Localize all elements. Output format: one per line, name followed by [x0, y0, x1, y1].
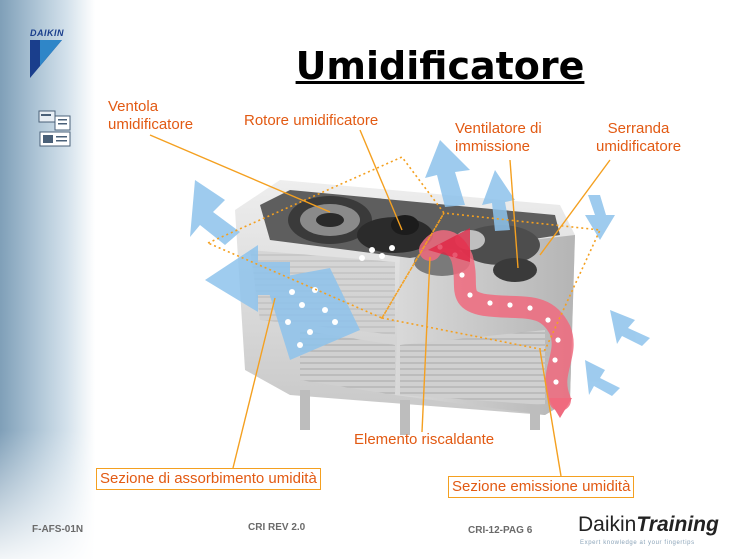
- sidebar-fade: [0, 430, 95, 559]
- brand-suffix: Training: [636, 513, 719, 536]
- logo-text: DAIKIN: [30, 28, 64, 38]
- daikin-logo-icon: [30, 40, 62, 78]
- label-ventola-umidificatore: Ventola umidificatore: [108, 98, 193, 134]
- brand-prefix: Daikin: [578, 513, 637, 536]
- label-line: umidificatore: [596, 138, 682, 155]
- label-ventilatore-immissione: Ventilatore di immissione: [455, 120, 542, 156]
- label-rotore-umidificatore: Rotore umidificatore: [244, 112, 379, 129]
- document-icon: [38, 110, 71, 147]
- label-line: immissione: [455, 138, 531, 155]
- absorption-section-outline: [206, 156, 445, 320]
- callout-lines: [149, 129, 611, 477]
- airflow-blue: [190, 140, 650, 396]
- label-line: Serranda: [607, 120, 670, 137]
- label-serranda-umidificatore: Serranda umidificatore: [596, 120, 681, 156]
- airflow-dots: [285, 245, 395, 348]
- page-title: Umidificatore: [295, 44, 585, 88]
- label-elemento-riscaldante: Elemento riscaldante: [354, 431, 495, 448]
- footer-revision: CRI REV 2.0: [248, 522, 306, 533]
- brand-tagline: Expert knowledge at your fingertips: [580, 540, 695, 546]
- label-sezione-assorbimento: Sezione di assorbimento umidità: [96, 468, 321, 490]
- label-line: Ventilatore di: [455, 120, 542, 137]
- label-sezione-emissione: Sezione emissione umidità: [448, 476, 635, 498]
- label-line: umidificatore: [108, 116, 194, 133]
- emission-section-outline: [380, 212, 602, 351]
- label-line: Ventola: [108, 98, 159, 115]
- airflow-red: [419, 228, 574, 418]
- footer-code: F-AFS-01N: [32, 524, 84, 535]
- daikin-training-brand: DaikinTraining: [578, 513, 719, 537]
- footer-page: CRI-12-PAG 6: [468, 525, 533, 536]
